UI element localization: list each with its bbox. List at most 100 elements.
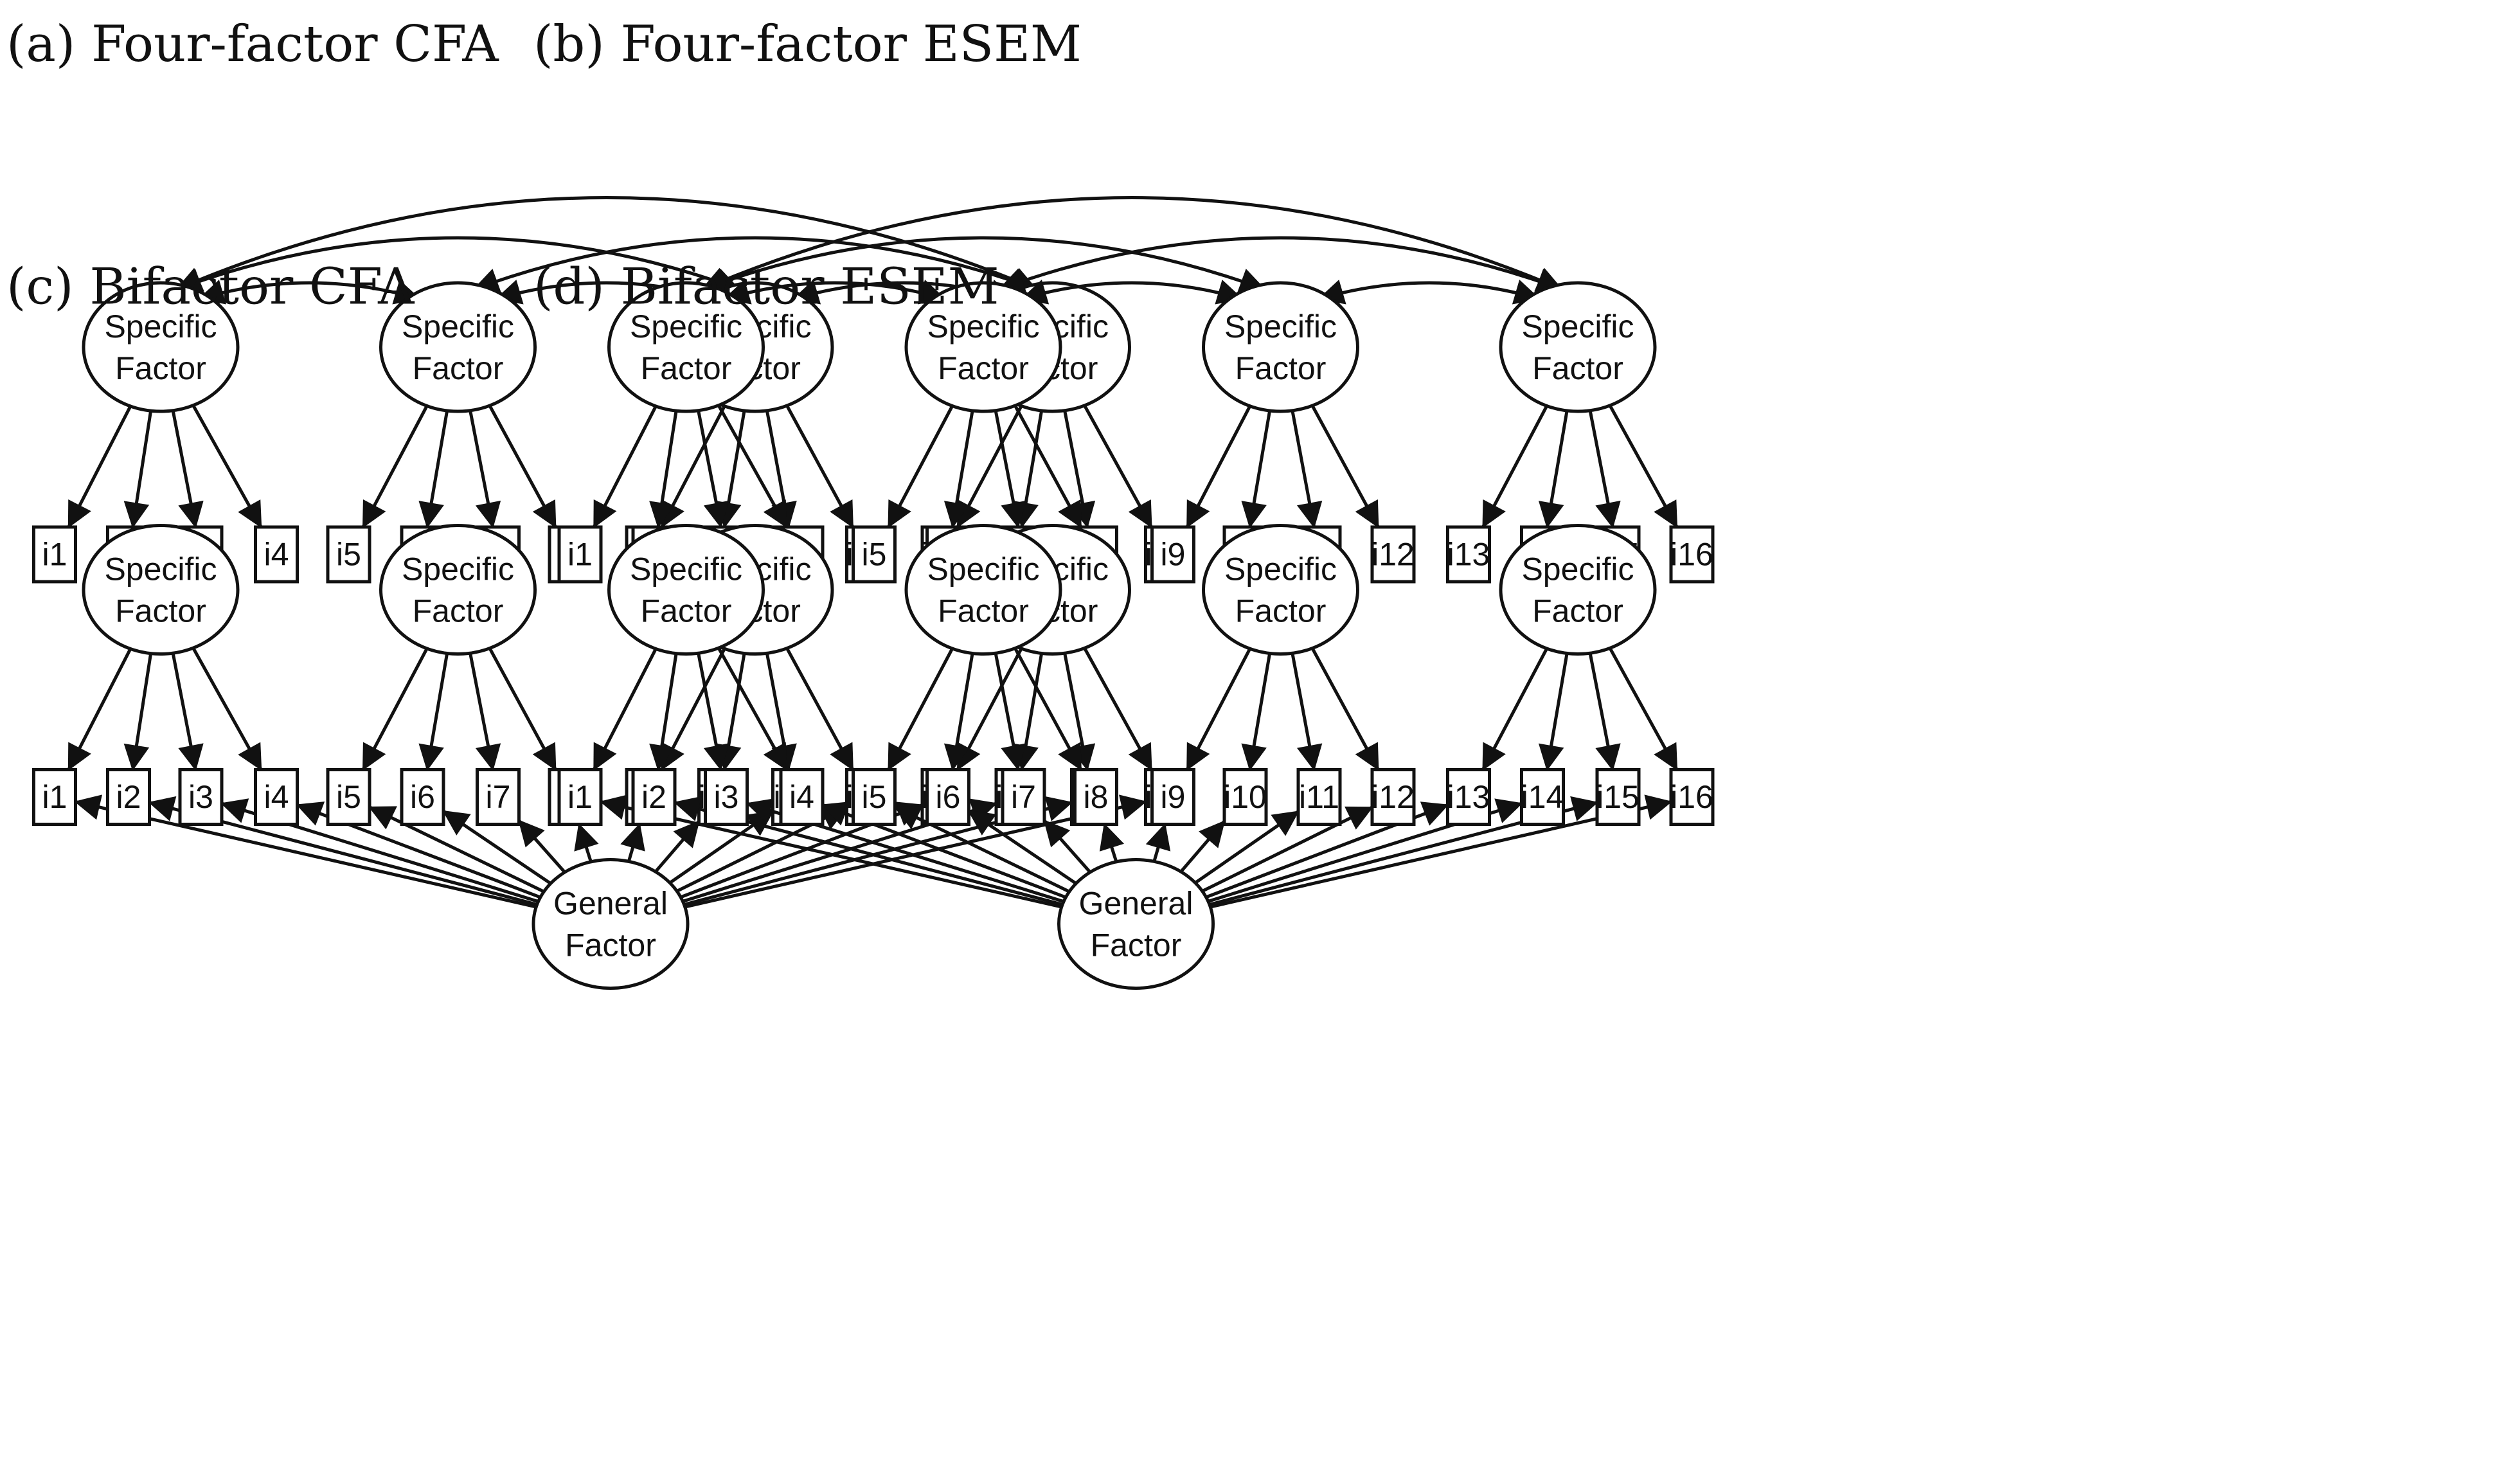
specific-factor-label: Specific: [402, 309, 514, 345]
general-loading-arrow: [1043, 819, 1092, 873]
specific-factor-label: Factor: [1235, 593, 1327, 629]
specific-loading-arrow: [1185, 405, 1252, 528]
general-loading-arrow: [1145, 823, 1171, 863]
item-node: [1669, 525, 1715, 584]
item-label: i16: [1670, 779, 1713, 815]
general-loading-arrow: [893, 805, 1070, 893]
specific-factor-label: Factor: [938, 593, 1029, 629]
specific-loading-arrow: [994, 410, 1026, 528]
general-factor-label: General: [1079, 886, 1193, 922]
panel-4: (d) Bifactor ESEMGeneralFactorSpecificFa…: [533, 258, 1715, 990]
specific-factor-label: Specific: [1224, 309, 1337, 345]
item-label: i1: [42, 537, 67, 573]
factor-covariance-arc: [175, 236, 740, 293]
item-node: [326, 768, 371, 826]
specific-factor-label: Specific: [104, 551, 217, 587]
specific-loading-arrow: [1083, 404, 1153, 528]
specific-factor-label: Specific: [1224, 551, 1337, 587]
specific-factor-node: [1499, 281, 1657, 413]
item-node: [326, 525, 371, 584]
specific-factor-node: [607, 524, 765, 656]
specific-factor-node: [1202, 524, 1359, 656]
specific-loading-arrow: [418, 653, 449, 771]
specific-factor-node: [904, 281, 1062, 413]
item-label: i15: [1596, 779, 1640, 815]
specific-loading-arrow: [192, 647, 263, 771]
factor-covariance-arc: [701, 236, 1266, 293]
specific-factor-node: [1202, 281, 1359, 413]
specific-loading-arrow: [361, 405, 429, 528]
specific-loading-arrow: [171, 652, 204, 771]
item-node: [1001, 768, 1046, 826]
item-label: i7: [486, 779, 511, 815]
panel-title: (b) Four-factor ESEM: [533, 15, 1082, 73]
general-loading-arrow: [1201, 805, 1373, 893]
specific-loading-arrow: [123, 410, 153, 528]
specific-loading-arrow: [67, 648, 132, 771]
specific-loading-arrow: [1241, 653, 1272, 771]
item-label: i8: [1084, 779, 1109, 815]
item-node: [476, 768, 521, 826]
specific-loading-arrow: [660, 648, 726, 771]
specific-loading-arrow: [418, 410, 449, 528]
specific-loading-arrow: [1185, 648, 1252, 771]
factor-covariance-arc: [472, 236, 1038, 293]
specific-loading-arrow: [943, 653, 974, 771]
item-node: [1150, 768, 1195, 826]
general-loading-arrow: [368, 805, 545, 893]
specific-factor-node: [607, 281, 765, 413]
specific-factor-label: Specific: [927, 309, 1039, 345]
specific-loading-arrow: [1083, 647, 1153, 771]
specific-loading-arrow: [1481, 405, 1548, 528]
item-label: i10: [1224, 779, 1267, 815]
item-node: [32, 768, 77, 826]
item-node: [1669, 768, 1715, 826]
item-node: [106, 768, 151, 826]
item-node: [779, 768, 825, 826]
specific-factor-label: Factor: [1532, 350, 1623, 386]
specific-factor-node: [82, 524, 240, 656]
specific-loading-arrow: [488, 404, 557, 528]
specific-loading-arrow: [956, 405, 1023, 528]
item-label: i7: [1011, 779, 1036, 815]
specific-loading-arrow: [192, 404, 263, 528]
specific-loading-arrow: [469, 652, 501, 771]
specific-loading-arrow: [171, 410, 204, 528]
general-loading-arrow: [574, 823, 599, 863]
specific-loading-arrow: [1588, 410, 1621, 528]
specific-loading-arrow: [1063, 652, 1096, 771]
specific-loading-arrow: [943, 410, 974, 528]
general-factor-node: [532, 858, 690, 990]
specific-loading-arrow: [1538, 653, 1569, 771]
specific-factor-node: [904, 524, 1062, 656]
item-node: [925, 768, 970, 826]
item-node: [1296, 768, 1342, 826]
specific-loading-arrow: [361, 647, 429, 771]
item-label: i9: [1161, 537, 1186, 573]
specific-loading-arrow: [1291, 652, 1323, 771]
specific-loading-arrow: [1063, 410, 1096, 528]
item-node: [1073, 768, 1118, 826]
specific-loading-arrow: [956, 647, 1023, 771]
specific-loading-arrow: [1588, 652, 1621, 771]
specific-loading-arrow: [1014, 647, 1083, 771]
item-label: i5: [862, 779, 887, 815]
general-factor-label: General: [553, 886, 668, 922]
specific-factor-node: [379, 281, 537, 413]
specific-factor-label: Specific: [1521, 309, 1634, 345]
specific-factor-label: Specific: [402, 551, 514, 587]
item-node: [178, 768, 224, 826]
specific-factor-label: Factor: [641, 593, 732, 629]
item-node: [254, 525, 299, 584]
item-label: i1: [567, 537, 593, 573]
item-label: i13: [1447, 779, 1490, 815]
specific-factor-label: Factor: [938, 350, 1029, 386]
item-label: i6: [936, 779, 961, 815]
specific-factor-label: Factor: [413, 593, 504, 629]
item-label: i5: [862, 537, 887, 573]
item-label: i16: [1670, 537, 1713, 573]
specific-loading-arrow: [123, 653, 153, 771]
specific-loading-arrow: [697, 410, 729, 528]
specific-loading-arrow: [649, 410, 678, 528]
